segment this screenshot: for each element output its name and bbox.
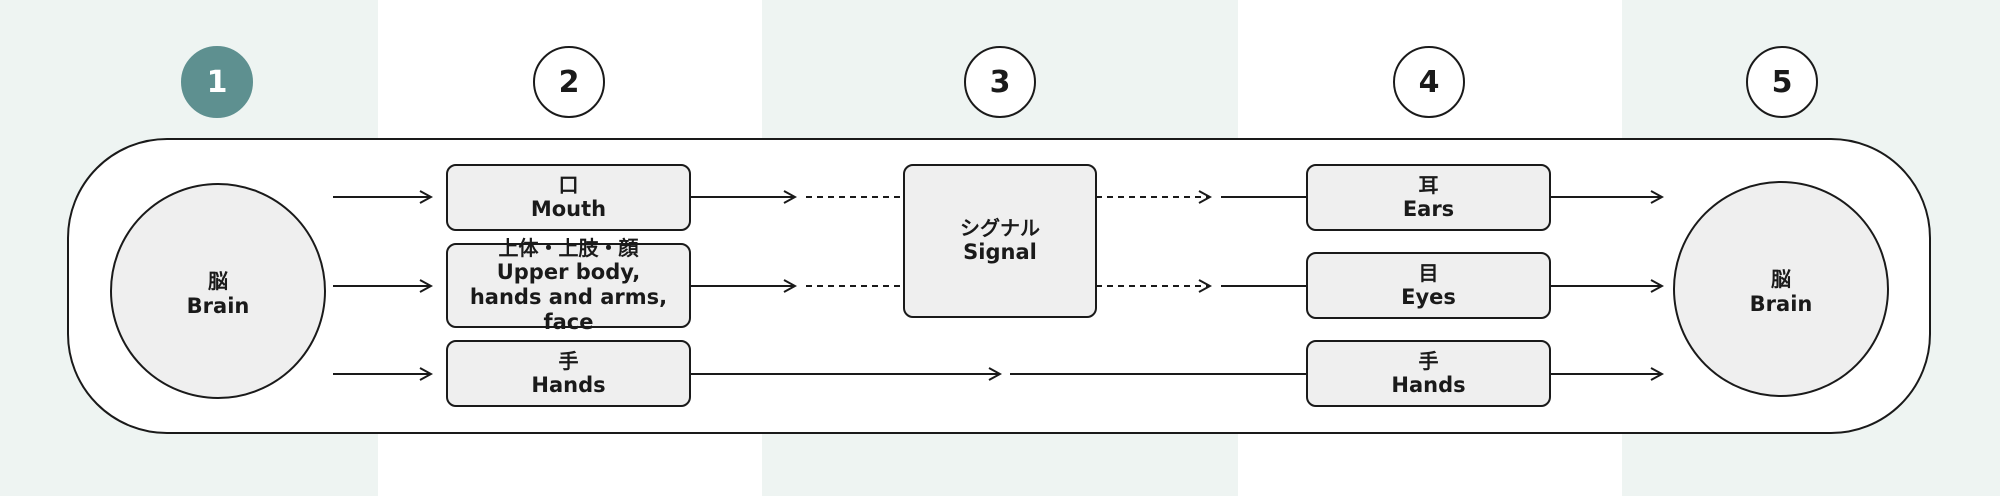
hands-node: 手 Hands <box>446 340 691 407</box>
receiver-hands-jp: 手 <box>1418 348 1439 373</box>
signal-jp: シグナル <box>960 216 1040 241</box>
step-badge-2: 2 <box>533 46 605 118</box>
upper-body-jp: 上体・上肢・顔 <box>498 235 639 260</box>
source-brain-en: Brain <box>186 293 250 318</box>
eyes-en: Eyes <box>1401 284 1456 309</box>
signal-en: Signal <box>963 240 1037 265</box>
target-brain-node: 脳 Brain <box>1673 181 1889 397</box>
ears-en: Ears <box>1402 196 1455 221</box>
upper-body-en-line2: hands and arms, face <box>469 284 668 335</box>
source-brain-jp: 脳 <box>208 268 228 293</box>
mouth-node: 口 Mouth <box>446 164 691 231</box>
hands-en: Hands <box>531 372 606 397</box>
step-badge-3: 3 <box>964 46 1036 118</box>
step-badge-1: 1 <box>181 46 253 118</box>
hands-jp: 手 <box>558 348 579 373</box>
eyes-node: 目 Eyes <box>1306 252 1551 319</box>
ears-jp: 耳 <box>1418 172 1439 197</box>
mouth-jp: 口 <box>558 172 579 197</box>
mouth-en: Mouth <box>530 196 607 221</box>
upper-body-en: Upper body, <box>496 259 641 284</box>
source-brain-node: 脳 Brain <box>110 183 326 399</box>
target-brain-en: Brain <box>1749 291 1813 316</box>
receiver-hands-node: 手 Hands <box>1306 340 1551 407</box>
step-badge-4: 4 <box>1393 46 1465 118</box>
step-badge-5: 5 <box>1746 46 1818 118</box>
target-brain-jp: 脳 <box>1771 266 1791 291</box>
eyes-jp: 目 <box>1418 260 1439 285</box>
upper-body-node: 上体・上肢・顔 Upper body, hands and arms, face <box>446 236 691 334</box>
ears-node: 耳 Ears <box>1306 164 1551 231</box>
receiver-hands-en: Hands <box>1391 372 1466 397</box>
signal-node: シグナル Signal <box>903 164 1097 318</box>
